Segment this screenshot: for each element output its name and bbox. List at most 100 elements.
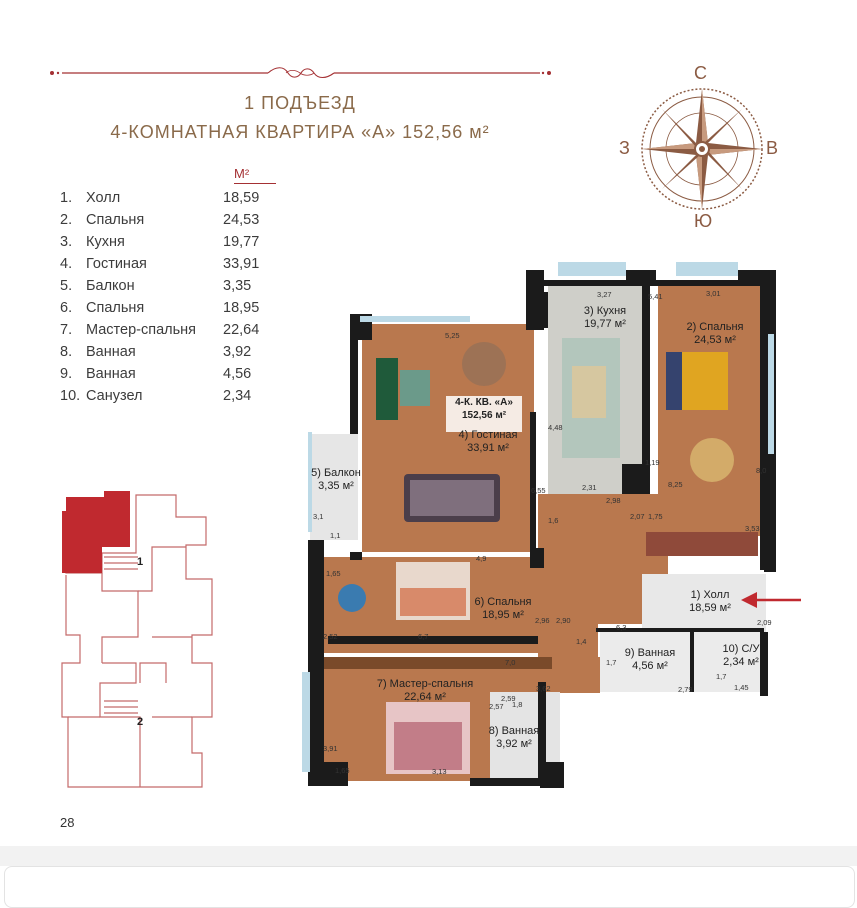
room-name: Мастер-спальня — [86, 322, 197, 338]
room-area: 18,95 — [223, 300, 260, 316]
room-area: 33,91 — [223, 256, 260, 272]
room-area: 18,59 — [223, 190, 260, 206]
floor-plan — [302, 262, 776, 788]
compass-rose: С Ю З В — [618, 63, 786, 235]
dimension-label: 1,8 — [512, 700, 523, 709]
room-area: 22,64 м² — [404, 691, 446, 703]
dimension-label: 1,65 — [335, 766, 350, 775]
room-name: Ванная — [86, 344, 136, 360]
dimension-label: 1,6 — [548, 516, 559, 525]
room-area: 4,56 — [223, 366, 252, 382]
dimension-label: 1,7 — [716, 672, 727, 681]
dimension-label: 3,62 — [536, 684, 551, 693]
list-item: 6. Спальня 18,95 — [60, 298, 300, 320]
room-name: 2) Спальня — [686, 321, 744, 333]
room-number: 9. — [60, 366, 73, 382]
furniture — [322, 338, 758, 774]
room-label-bathroom-9: 9) Ванная 4,56 м² — [620, 647, 680, 673]
compass-north-label: С — [694, 63, 707, 83]
dimension-label: 1,75 — [648, 512, 663, 521]
room-name: Кухня — [86, 234, 125, 250]
room-number: 3. — [60, 234, 73, 250]
room-label-bedroom-6: 6) Спальня 18,95 м² — [468, 596, 538, 622]
room-name: Спальня — [86, 300, 145, 316]
entrance-2-marker: 2 — [137, 716, 144, 728]
dimension-label: 3,53 — [745, 524, 760, 533]
dimension-label: 7,0 — [505, 658, 516, 667]
room-label-hall: 1) Холл 18,59 м² — [680, 589, 740, 615]
dimension-label: 2,98 — [606, 496, 621, 505]
next-page-preview — [4, 866, 855, 908]
room-label-bedroom-2: 2) Спальня 24,53 м² — [675, 321, 755, 347]
dimension-label: 1,65 — [326, 569, 341, 578]
room-area: 3,92 м² — [496, 738, 532, 750]
room-area: 19,77 м² — [584, 318, 626, 330]
building-key-plan: 1 2 — [56, 487, 216, 793]
dimension-label: 5,25 — [445, 331, 460, 340]
page-separator — [0, 846, 857, 866]
dimension-label: 3,13 — [432, 767, 447, 776]
room-area: 18,59 м² — [689, 602, 731, 614]
room-name: Спальня — [86, 212, 145, 228]
room-label-master-bedroom: 7) Мастер-спальня 22,64 м² — [370, 678, 480, 704]
dimension-label: 5,41 — [648, 292, 663, 301]
room-name: Ванная — [86, 366, 136, 382]
room-area: 2,34 м² — [723, 656, 759, 668]
dimension-label: 8,0 — [756, 466, 767, 475]
room-area: 24,53 м² — [694, 334, 736, 346]
dimension-label: 1,4 — [576, 637, 587, 646]
badge-title: 4-К. КВ. «А» — [455, 397, 513, 408]
room-label-balcony: 5) Балкон 3,35 м² — [303, 467, 369, 493]
room-area: 2,34 — [223, 388, 252, 404]
compass-icon — [641, 88, 763, 210]
room-area: 3,35 — [223, 278, 252, 294]
compass-west-label: З — [619, 138, 630, 158]
page-number: 28 — [60, 815, 75, 830]
dimension-label: 2,96 — [535, 616, 550, 625]
compass-east-label: В — [766, 138, 779, 158]
room-area: 3,35 м² — [318, 480, 354, 492]
room-name: 7) Мастер-спальня — [376, 678, 474, 690]
room-area: 18,95 м² — [482, 609, 524, 621]
list-item: 1. Холл 18,59 — [60, 188, 300, 210]
room-name: 8) Ванная — [488, 725, 540, 737]
dimension-label: 2,59 — [501, 694, 516, 703]
room-area: 22,64 — [223, 322, 260, 338]
room-area: 33,91 м² — [467, 442, 509, 454]
room-name: 4) Гостиная — [458, 429, 518, 441]
room-area: 4,56 м² — [632, 660, 668, 672]
dimension-label: 3,1 — [313, 512, 324, 521]
dimension-label: 2,52 — [323, 632, 338, 641]
room-number: 4. — [60, 256, 73, 272]
room-number: 5. — [60, 278, 73, 294]
dimension-label: 4,48 — [548, 423, 563, 432]
decorative-divider — [50, 67, 551, 79]
dimension-label: 2,07 — [630, 512, 645, 521]
unit-underline — [234, 183, 276, 184]
room-area: 3,92 — [223, 344, 252, 360]
room-number: 8. — [60, 344, 73, 360]
key-plan-drawing — [61, 491, 213, 788]
room-label-bathroom-8: 8) Ванная 3,92 м² — [484, 725, 544, 751]
room-number: 6. — [60, 300, 73, 316]
room-area: 24,53 — [223, 212, 260, 228]
dimension-label: 1,19 — [645, 458, 660, 467]
entrance-title: 1 ПОДЪЕЗД — [244, 93, 356, 113]
room-name: Холл — [86, 190, 121, 206]
badge-area: 152,56 м² — [461, 410, 507, 421]
dimension-label: 1,45 — [734, 683, 749, 692]
dimension-label: 3,91 — [323, 744, 338, 753]
room-label-living-room: 4) Гостиная 33,91 м² — [448, 429, 528, 455]
entrance-arrow-icon — [741, 592, 801, 608]
dimension-label: 2,79 — [678, 685, 693, 694]
room-number: 1. — [60, 190, 73, 206]
apartment-badge: 4-К. КВ. «А» 152,56 м² — [446, 396, 522, 432]
compass-south-label: Ю — [694, 211, 713, 231]
list-item: 9. Ванная 4,56 — [60, 364, 300, 386]
room-name: 1) Холл — [690, 589, 730, 601]
